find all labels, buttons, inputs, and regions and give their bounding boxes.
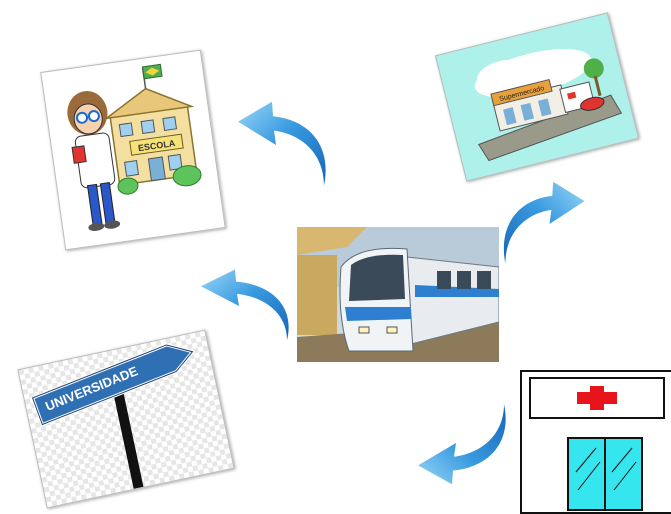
university-sign-illustration: UNIVERSIDADE bbox=[30, 343, 196, 489]
school-card: ESCOLA bbox=[40, 49, 226, 251]
train-photo bbox=[297, 227, 499, 362]
university-card: UNIVERSIDADE bbox=[17, 329, 235, 509]
curved-arrow-icon bbox=[412, 400, 512, 486]
supermarket-illustration: Supermercado bbox=[436, 13, 638, 181]
curved-arrow-icon bbox=[498, 180, 590, 268]
hospital-card bbox=[520, 370, 671, 514]
school-illustration: ESCOLA bbox=[67, 63, 202, 231]
supermarket-card: Supermercado bbox=[434, 12, 640, 182]
curved-arrow-icon bbox=[232, 100, 332, 190]
curved-arrow-icon bbox=[195, 268, 295, 344]
hospital-illustration bbox=[529, 377, 665, 511]
